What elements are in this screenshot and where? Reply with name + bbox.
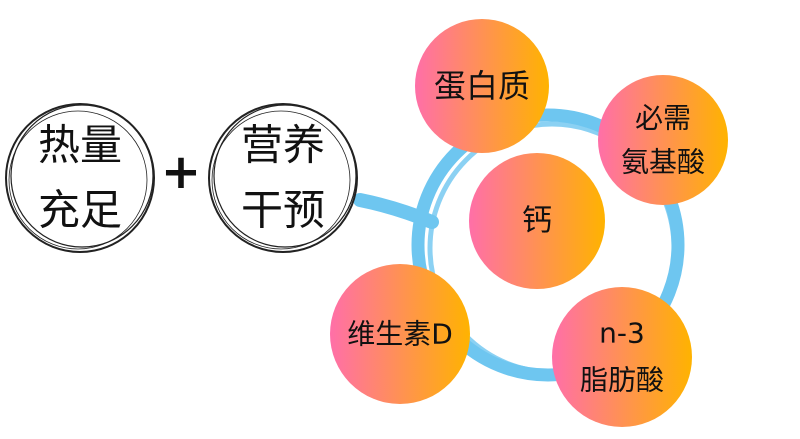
ring [411,108,685,382]
protein-label: 蛋白质 [434,67,530,105]
omega3-line2: 脂肪酸 [580,364,664,397]
vitd-label: 维生素D [347,318,453,351]
intervention-line1: 营养 [241,121,325,170]
energy-line1: 热量 [38,121,122,170]
calcium-node: 钙 [469,153,605,289]
protein-node: 蛋白质 [415,19,549,153]
calcium-label: 钙 [522,204,552,239]
omega3-fatty-acid-node: n-3 脂肪酸 [552,287,692,427]
ring-inner-stroke [427,121,677,375]
omega3-line1: n-3 [599,317,645,350]
vitamin-d-node: 维生素D [330,264,470,404]
energy-line2: 充足 [38,186,122,235]
plus-sign: + [161,144,201,200]
energy-sufficient-circle: 热量 充足 [5,103,155,253]
intervention-line2: 干预 [241,186,325,235]
essential-amino-acid-node: 必需 氨基酸 [598,75,728,205]
amino-line2: 氨基酸 [621,146,705,179]
amino-line1: 必需 [635,102,691,135]
nutrition-intervention-circle: 营养 干预 [208,103,358,253]
